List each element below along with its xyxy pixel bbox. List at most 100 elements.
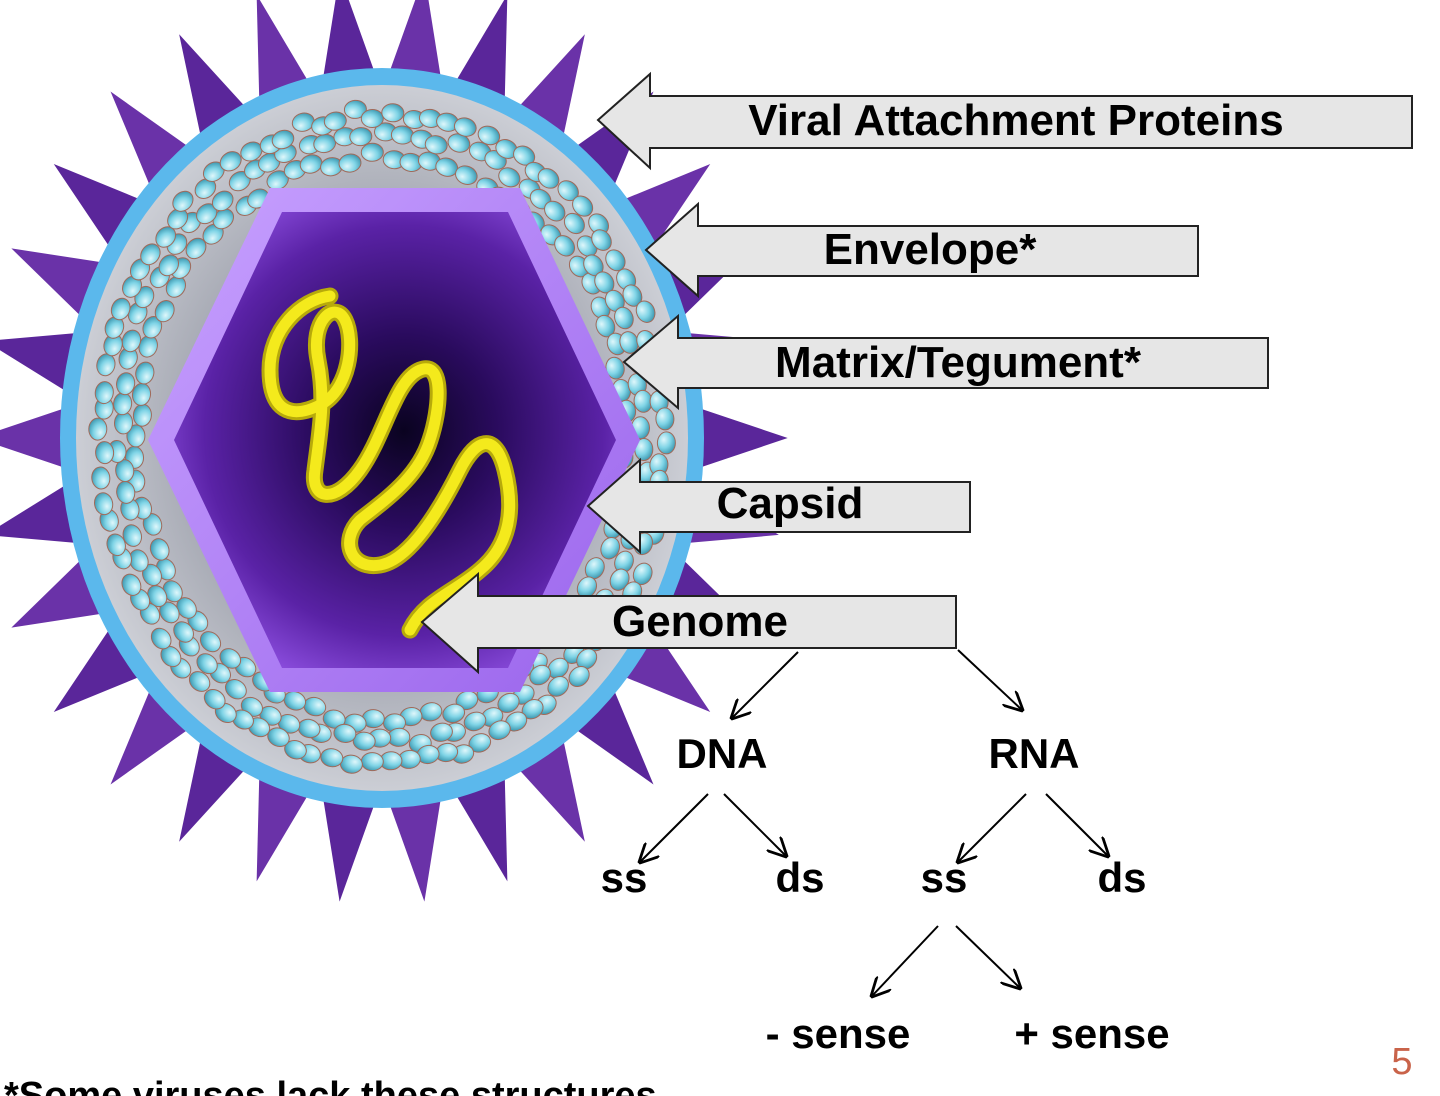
matrix-bead (284, 739, 307, 760)
matrix-bead (322, 709, 346, 729)
matrix-bead (140, 243, 161, 266)
matrix-bead (568, 665, 590, 688)
arrow-ss-to-pos-sense (955, 925, 1020, 988)
matrix-bead (199, 631, 222, 653)
matrix-bead (173, 621, 194, 643)
matrix-bead (381, 103, 405, 123)
node-positive-sense: + sense (1014, 1010, 1169, 1057)
matrix-bead (224, 679, 247, 700)
matrix-bead (554, 235, 576, 257)
matrix-bead (338, 153, 362, 173)
matrix-bead (91, 466, 111, 490)
matrix-bead (219, 151, 242, 172)
matrix-bead (614, 306, 634, 330)
matrix-bead (529, 664, 551, 686)
matrix-bead (126, 424, 146, 448)
node-dna-ds: ds (775, 854, 824, 901)
matrix-bead (430, 722, 453, 742)
matrix-bead (455, 165, 478, 185)
matrix-bead (291, 112, 315, 132)
matrix-bead (349, 127, 373, 147)
callout-genome-arrow (420, 571, 957, 675)
node-rna-ds: ds (1097, 854, 1146, 901)
node-negative-sense: - sense (766, 1010, 911, 1057)
spike-icon (256, 772, 311, 882)
matrix-bead (116, 372, 136, 396)
arrow-genome-to-rna (957, 649, 1022, 710)
footnote: *Some viruses lack these structures (4, 1075, 657, 1096)
matrix-bead (122, 524, 143, 547)
arrow-rna-to-ss (958, 793, 1027, 862)
matrix-bead (88, 417, 108, 441)
matrix-bead (212, 208, 235, 230)
matrix-bead (271, 129, 295, 150)
matrix-bead (655, 407, 675, 431)
callout-envelope: Envelope* (644, 201, 1199, 299)
spike-icon (256, 0, 311, 104)
matrix-bead (360, 142, 384, 162)
node-rna: RNA (989, 730, 1080, 777)
matrix-bead (544, 200, 566, 222)
callout-capsid: Capsid (586, 457, 971, 555)
matrix-bead (185, 237, 207, 260)
callout-capsid-arrow (586, 457, 971, 555)
callout-genome: Genome (420, 571, 957, 675)
matrix-bead (537, 168, 560, 189)
matrix-bead (656, 431, 676, 455)
arrow-genome-to-dna (732, 651, 799, 718)
genome-classification-tree: DNA RNA ss ds ss ds - sense + sense (601, 649, 1170, 1057)
matrix-bead (106, 533, 126, 557)
spike-icon (388, 794, 442, 902)
arrow-rna-to-ds (1045, 793, 1108, 856)
spike-icon (322, 794, 376, 902)
spike-icon (388, 0, 442, 82)
matrix-bead (172, 190, 194, 212)
spike-icon (0, 332, 81, 393)
arrow-dna-to-ds (723, 793, 786, 856)
callout-matrix-arrow (622, 313, 1269, 411)
matrix-bead (211, 190, 234, 212)
matrix-bead (158, 254, 180, 277)
matrix-bead (94, 492, 114, 516)
matrix-bead (424, 135, 448, 155)
node-dna: DNA (677, 730, 768, 777)
matrix-bead (203, 688, 226, 710)
matrix-bead (95, 441, 115, 465)
matrix-bead (320, 748, 344, 768)
matrix-bead (600, 536, 621, 560)
arrow-ss-to-neg-sense (872, 925, 939, 996)
matrix-bead (563, 212, 585, 235)
matrix-bead (352, 731, 376, 751)
matrix-bead (591, 229, 612, 251)
label-genome: Genome (612, 597, 788, 646)
node-dna-ss: ss (601, 854, 648, 901)
matrix-bead (333, 723, 357, 743)
matrix-bead (110, 297, 131, 321)
spike-icon (11, 556, 106, 628)
matrix-bead (497, 692, 520, 713)
matrix-bead (498, 167, 521, 188)
matrix-bead (477, 125, 501, 146)
matrix-bead (323, 111, 347, 131)
matrix-bead (94, 381, 114, 405)
arrow-dna-to-ss (640, 793, 709, 862)
matrix-bead (547, 676, 569, 697)
spike-icon (11, 248, 106, 320)
label-envelope: Envelope* (824, 225, 1038, 274)
spike-icon (453, 772, 508, 882)
callout-envelope-arrow (644, 201, 1199, 299)
matrix-bead (196, 653, 218, 675)
matrix-bead (154, 299, 175, 323)
matrix-bead (572, 195, 594, 217)
callout-matrix: Matrix/Tegument* (622, 313, 1269, 411)
matrix-bead (360, 108, 384, 129)
matrix-bead (121, 573, 142, 596)
matrix-bead (360, 752, 384, 772)
spike-icon (0, 407, 68, 469)
matrix-bead (135, 361, 155, 385)
matrix-bead (513, 145, 536, 166)
spike-icon (696, 407, 788, 469)
matrix-bead (121, 329, 142, 353)
matrix-bead (188, 671, 211, 692)
spike-icon (0, 483, 81, 544)
